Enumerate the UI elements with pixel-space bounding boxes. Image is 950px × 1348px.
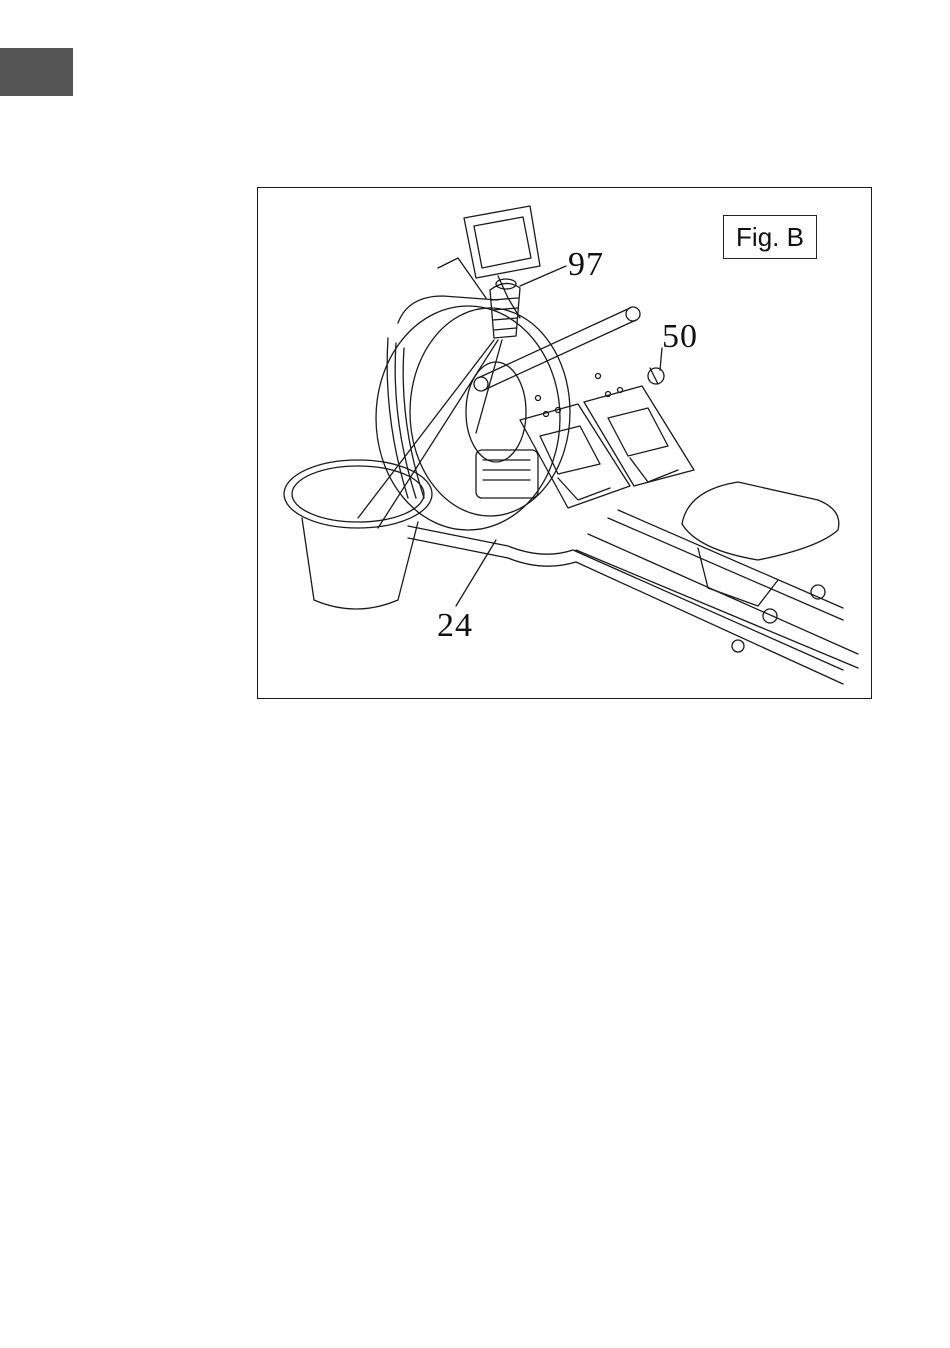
monitor-display — [438, 206, 540, 318]
foot-plates — [520, 374, 694, 509]
section-tab-marker — [0, 48, 73, 96]
figure-label: Fig. B — [723, 215, 817, 259]
water-tank — [376, 296, 570, 530]
callout-part-50: 50 — [662, 320, 698, 354]
bucket — [284, 460, 432, 609]
callout-part-24: 24 — [437, 609, 473, 643]
siphon-pump — [358, 279, 520, 528]
base-rail — [408, 510, 858, 684]
rowing-machine-illustration — [258, 188, 870, 697]
callout-part-97: 97 — [568, 248, 604, 282]
adjustment-knob — [648, 368, 664, 384]
figure-frame: Fig. B 97 50 24 — [257, 187, 872, 699]
